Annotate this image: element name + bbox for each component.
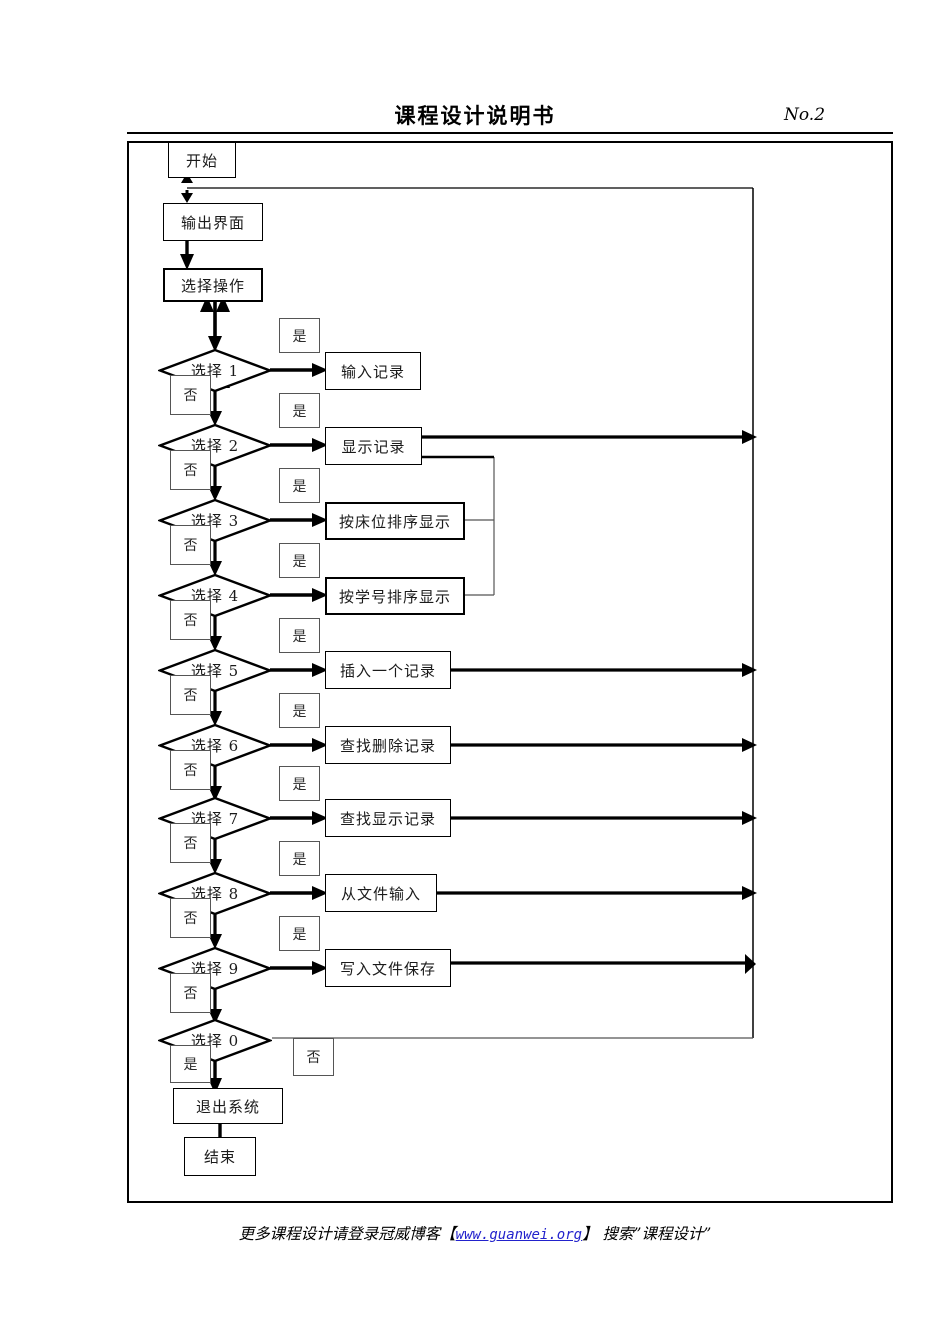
label-yes-6-text: 是 — [292, 703, 307, 720]
label-no-4: 否 — [170, 600, 211, 640]
footer-link[interactable]: www.guanwei.org — [455, 1227, 583, 1243]
label-no-2: 否 — [170, 450, 211, 490]
label-no-1: 否 — [170, 375, 211, 415]
label-no-5: 否 — [170, 675, 211, 715]
action-sort-by-id-label: 按学号排序显示 — [338, 587, 451, 606]
label-yes-1-text: 是 — [292, 328, 307, 345]
label-no-0: 否 — [293, 1038, 334, 1076]
action-sort-by-bed-label: 按床位排序显示 — [338, 512, 451, 531]
action-show-record-label: 显示记录 — [341, 437, 406, 456]
label-yes-4: 是 — [279, 543, 320, 578]
label-no-0-text: 否 — [306, 1050, 321, 1066]
label-yes-2: 是 — [279, 393, 320, 428]
action-write-file-save: 写入文件保存 — [325, 949, 451, 987]
label-yes-7: 是 — [279, 766, 320, 801]
footer-note: 更多课程设计请登录冠威博客【www.guanwei.org】 搜索”课程设计” — [0, 1222, 950, 1244]
label-no-1-text: 否 — [183, 388, 198, 404]
action-find-show-record-label: 查找显示记录 — [339, 809, 436, 828]
label-no-9-text: 否 — [183, 986, 198, 1002]
action-show-record: 显示记录 — [325, 427, 422, 465]
page-number: No.2 — [784, 105, 826, 125]
page-title: 课程设计说明书 — [394, 103, 556, 128]
label-no-7: 否 — [170, 823, 211, 863]
node-output-ui-label: 输出界面 — [180, 213, 245, 232]
node-select-operation: 选择操作 — [163, 268, 263, 302]
footer-prefix: 更多课程设计请登录冠威博客【 — [238, 1225, 456, 1243]
action-insert-record-label: 插入一个记录 — [339, 661, 436, 680]
label-no-7-text: 否 — [183, 836, 198, 852]
label-yes-0: 是 — [170, 1045, 211, 1083]
action-sort-by-id: 按学号排序显示 — [325, 577, 465, 615]
action-sort-by-bed: 按床位排序显示 — [325, 502, 465, 540]
node-end: 结束 — [184, 1137, 256, 1176]
node-select-operation-label: 选择操作 — [180, 276, 245, 295]
action-find-delete-record: 查找删除记录 — [325, 726, 451, 764]
footer-suffix: 】 搜索”课程设计” — [582, 1225, 712, 1243]
label-yes-9-text: 是 — [292, 926, 307, 943]
action-find-delete-record-label: 查找删除记录 — [339, 736, 436, 755]
content-frame — [127, 141, 893, 1203]
action-input-record-label: 输入记录 — [340, 362, 405, 381]
label-yes-7-text: 是 — [292, 776, 307, 793]
label-no-3-text: 否 — [183, 538, 198, 554]
label-no-5-text: 否 — [183, 688, 198, 704]
label-no-4-text: 否 — [183, 613, 198, 629]
node-start-label: 开始 — [185, 151, 218, 170]
action-input-from-file-label: 从文件输入 — [340, 884, 421, 903]
label-yes-5: 是 — [279, 618, 320, 653]
node-end-label: 结束 — [203, 1148, 236, 1166]
action-input-record: 输入记录 — [325, 352, 421, 390]
label-no-3: 否 — [170, 525, 211, 565]
header-divider — [127, 132, 893, 134]
action-write-file-save-label: 写入文件保存 — [339, 959, 436, 978]
action-find-show-record: 查找显示记录 — [325, 799, 451, 837]
label-yes-5-text: 是 — [292, 628, 307, 645]
node-output-ui: 输出界面 — [163, 203, 263, 241]
label-yes-2-text: 是 — [292, 403, 307, 420]
label-yes-3-text: 是 — [292, 478, 307, 495]
label-no-2-text: 否 — [183, 463, 198, 479]
label-yes-4-text: 是 — [292, 553, 307, 570]
label-yes-9: 是 — [279, 916, 320, 951]
label-yes-6: 是 — [279, 693, 320, 728]
label-no-6-text: 否 — [183, 763, 198, 779]
label-yes-8: 是 — [279, 841, 320, 876]
label-no-9: 否 — [170, 973, 211, 1013]
node-start: 开始 — [168, 142, 236, 178]
action-insert-record: 插入一个记录 — [325, 651, 451, 689]
label-yes-0-text: 是 — [183, 1057, 198, 1073]
node-exit-system-label: 退出系统 — [195, 1097, 260, 1116]
node-exit-system: 退出系统 — [173, 1088, 283, 1124]
action-input-from-file: 从文件输入 — [325, 874, 437, 912]
label-yes-1: 是 — [279, 318, 320, 353]
label-yes-3: 是 — [279, 468, 320, 503]
label-yes-8-text: 是 — [292, 851, 307, 868]
label-no-8-text: 否 — [183, 911, 198, 927]
label-no-6: 否 — [170, 750, 211, 790]
label-no-8: 否 — [170, 898, 211, 938]
